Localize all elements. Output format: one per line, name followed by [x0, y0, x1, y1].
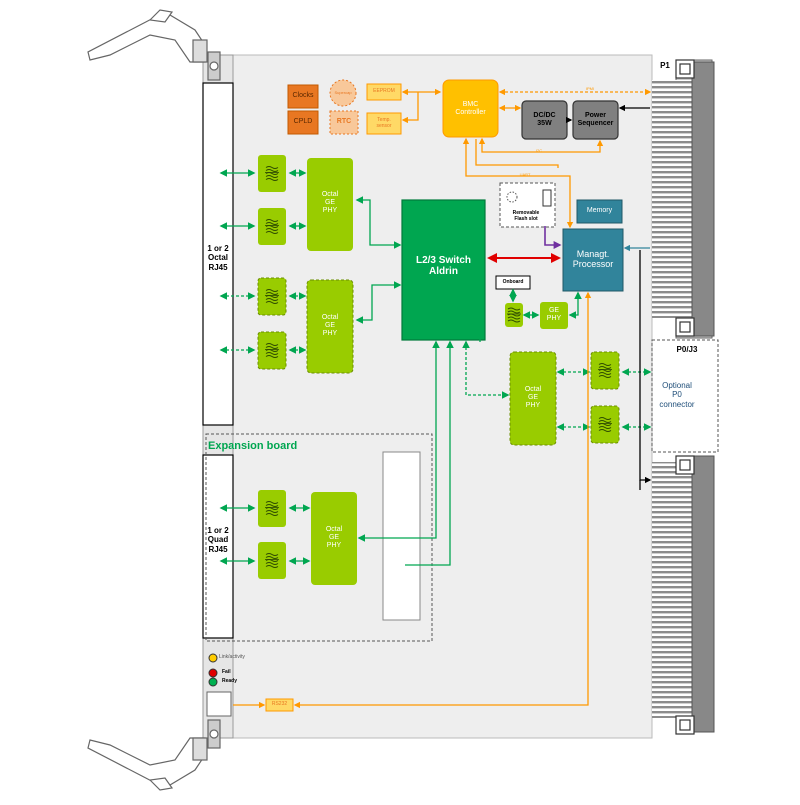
- management-processor-block[interactable]: [562, 228, 624, 292]
- octal-ge-phy-2[interactable]: [306, 279, 354, 374]
- temp-sensor-block[interactable]: [366, 112, 402, 135]
- screw-icon: [675, 59, 695, 735]
- i2c-link: [401, 92, 419, 124]
- power-sequencer-block[interactable]: [572, 100, 619, 140]
- led-icon: [208, 653, 218, 663]
- p1-connector-body: [691, 61, 715, 337]
- bmc-controller-block[interactable]: [442, 79, 499, 138]
- rj45-quad-connector[interactable]: [202, 454, 234, 639]
- phy-switch-link: [355, 196, 402, 249]
- rj45-octal-connector[interactable]: [202, 82, 234, 426]
- ejector-handle-icon[interactable]: [87, 9, 221, 81]
- ejector-handle-icon[interactable]: [87, 719, 221, 791]
- l2-l3-switch-block[interactable]: [401, 199, 486, 341]
- rs232-link: [293, 291, 592, 709]
- flash-card-icon: [542, 189, 552, 207]
- onboard-box: [495, 275, 531, 290]
- uart-link: [462, 137, 574, 229]
- supercap-block[interactable]: [329, 79, 357, 107]
- p2-connector-body: [691, 455, 715, 733]
- led-icon: [208, 668, 218, 678]
- octal-ge-phy-p0[interactable]: [509, 351, 557, 446]
- transformer-icon: [590, 405, 620, 444]
- transformer-icon: [257, 331, 287, 370]
- transformer-icon: [505, 303, 523, 327]
- serial-port-icon[interactable]: [206, 691, 232, 717]
- connector-pins-icon: [652, 462, 692, 718]
- connector-pins-icon: [652, 80, 692, 318]
- ge-phy-onboard[interactable]: [540, 302, 568, 329]
- expansion-connector: [382, 451, 421, 621]
- transformer-icon: [258, 490, 286, 527]
- octal-ge-phy-1[interactable]: [307, 158, 353, 251]
- transformer-icon: [257, 277, 287, 316]
- transformer-icon: [258, 208, 286, 245]
- cpld-block[interactable]: [287, 110, 319, 135]
- eeprom-block[interactable]: [366, 83, 402, 101]
- led-icon: [208, 677, 218, 687]
- transformer-icon: [258, 155, 286, 192]
- transformer-icon: [257, 155, 620, 579]
- rtc-block[interactable]: [329, 110, 359, 135]
- transformer-icon: [258, 542, 286, 579]
- transformer-icon: [590, 351, 620, 390]
- rs232-block[interactable]: [265, 698, 294, 712]
- p0-connector-outline: [651, 339, 719, 453]
- connection-lines: [219, 88, 652, 709]
- octal-ge-phy-expansion[interactable]: [311, 492, 357, 585]
- clocks-block[interactable]: [287, 84, 319, 109]
- dcdc-block[interactable]: [521, 100, 568, 140]
- uart-link: [475, 139, 559, 168]
- board-outline: [231, 54, 653, 739]
- memory-block[interactable]: [576, 199, 623, 224]
- flash-link: [544, 226, 562, 249]
